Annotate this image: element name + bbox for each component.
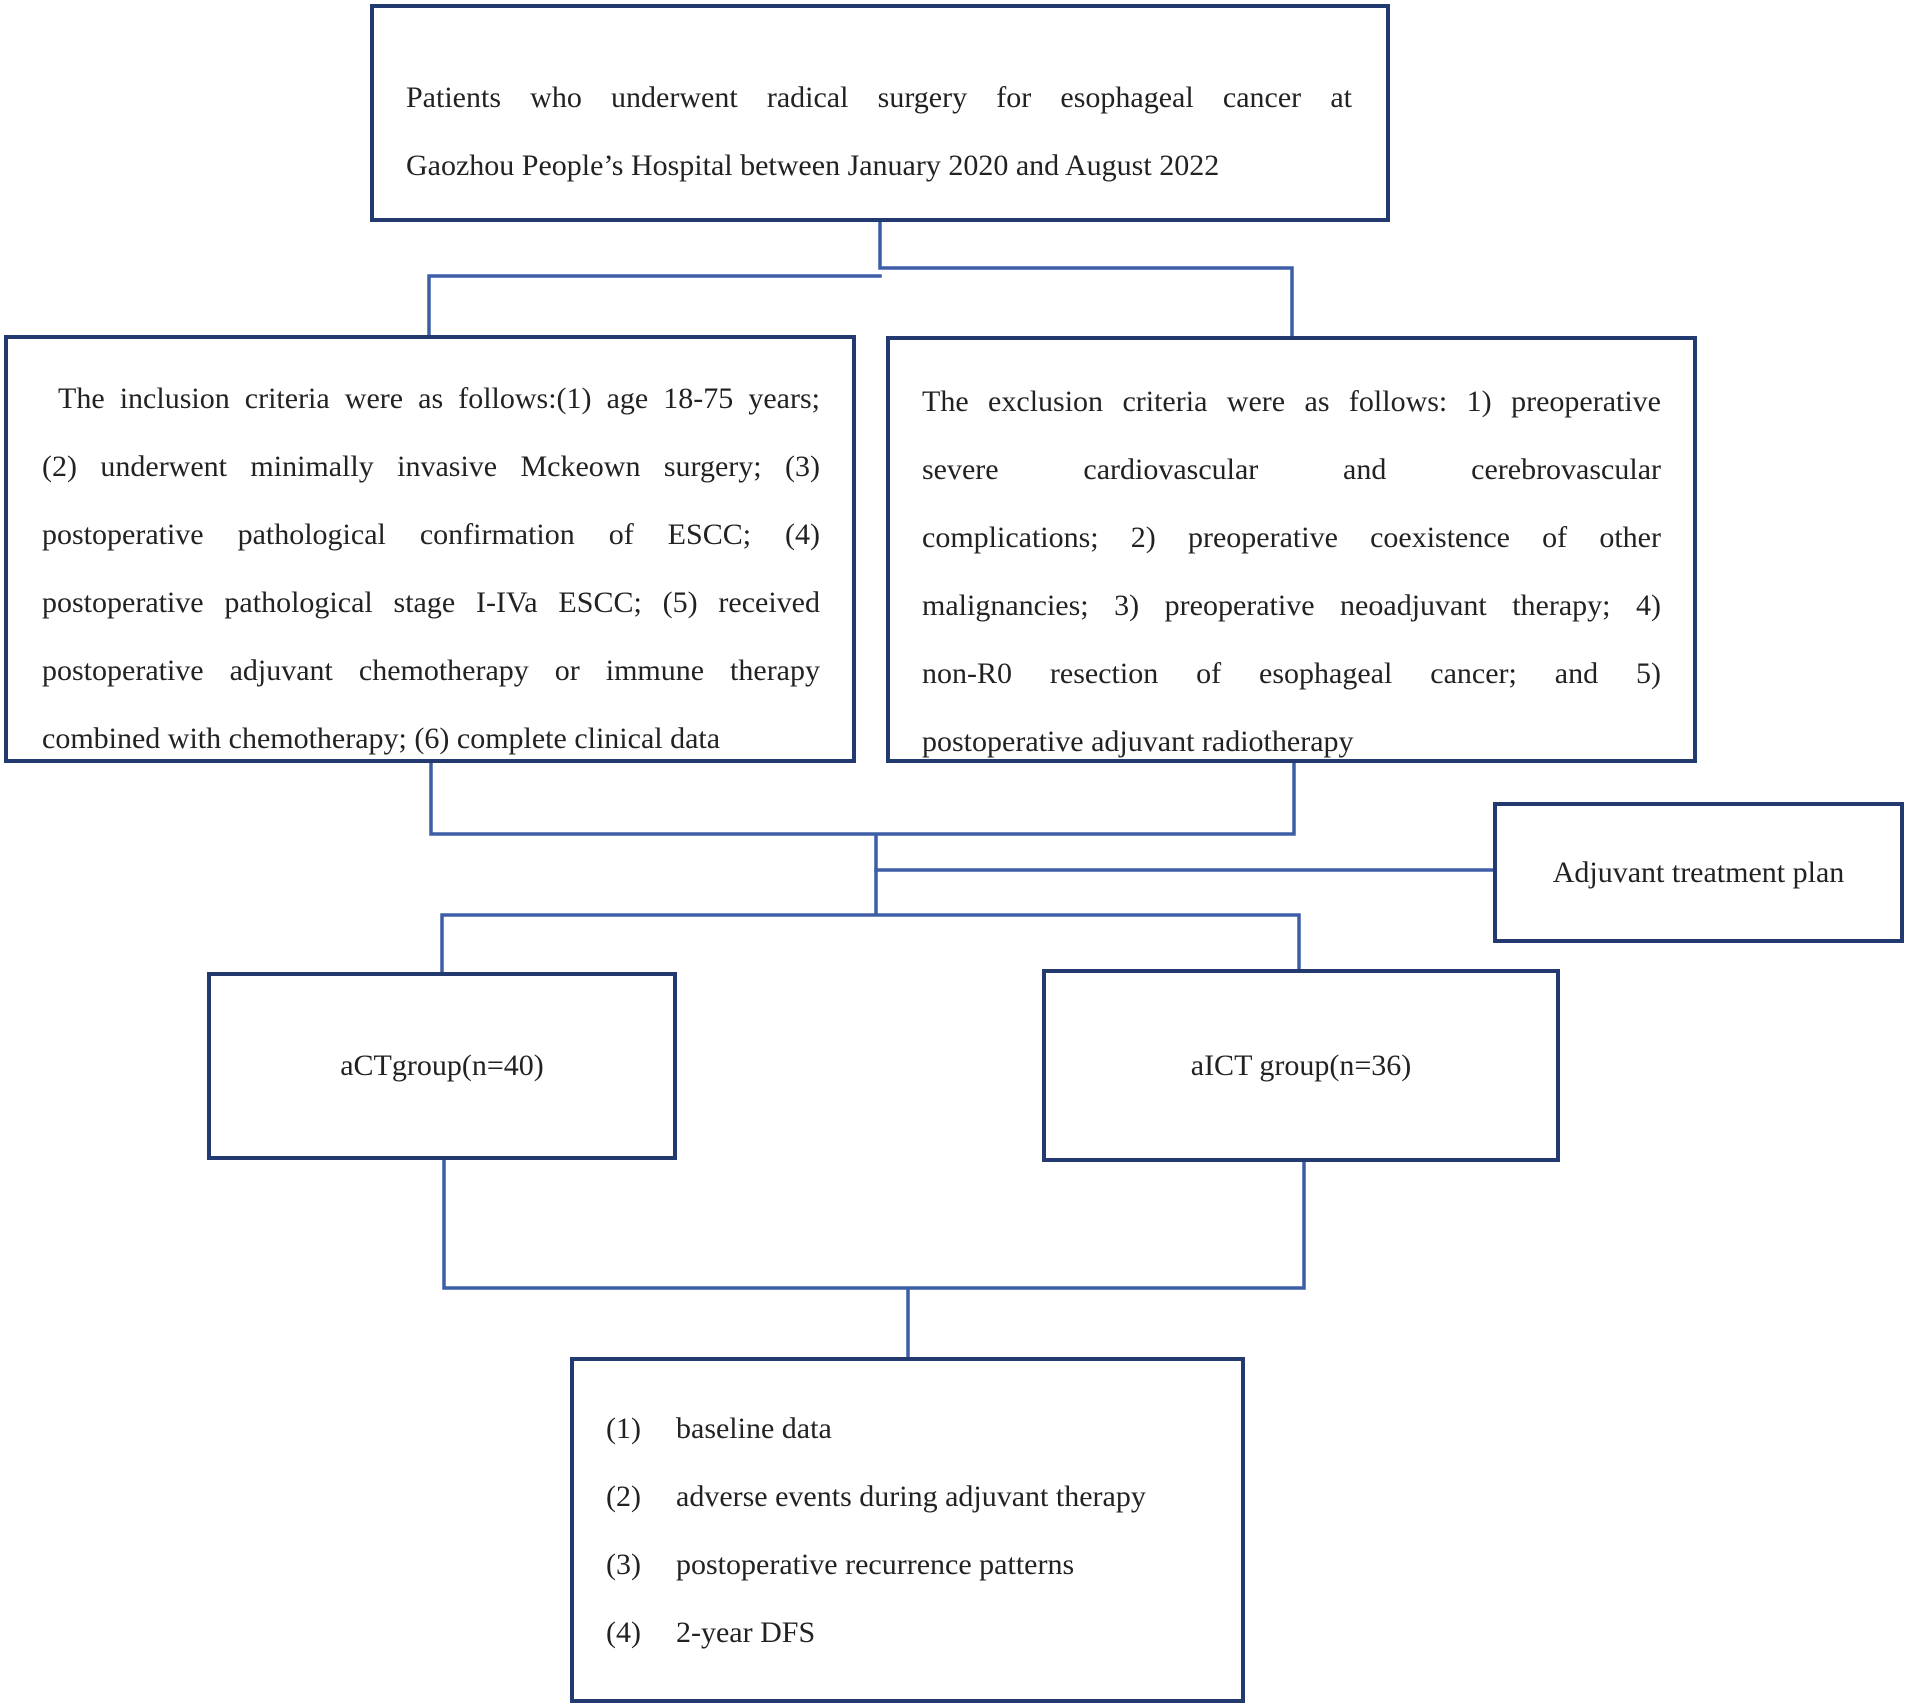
inclusion-line-6: combined with chemotherapy; (6) complete… [42, 722, 721, 755]
outcome-item: (1) baseline data [606, 1409, 1241, 1477]
source-line-1: Patients who underwent radical surgery f… [406, 81, 1352, 114]
exclusion-line-2: severe cardiovascular and cerebrovascula… [922, 453, 1661, 486]
outcome-item: (3) postoperative recurrence patterns [606, 1545, 1241, 1613]
adjuvant-treatment-plan-box: Adjuvant treatment plan [1493, 802, 1904, 943]
outcome-text: baseline data [676, 1412, 832, 1445]
connector-to-groups [440, 913, 1301, 974]
exclusion-line-5: non-R0 resection of esophageal cancer; a… [922, 657, 1661, 690]
exclusion-criteria-box: The exclusion criteria were as follows: … [886, 336, 1697, 763]
outcomes-box: (1) baseline data (2) adverse events dur… [570, 1357, 1245, 1703]
outcome-item: (2) adverse events during adjuvant thera… [606, 1477, 1241, 1545]
exclusion-line-4: malignancies; 3) preoperative neoadjuvan… [922, 589, 1661, 622]
inclusion-line-1: The inclusion criteria were as follows:(… [58, 382, 820, 415]
treatment-plan-label: Adjuvant treatment plan [1552, 855, 1845, 889]
inclusion-line-3: postoperative pathological confirmation … [42, 518, 820, 551]
exclusion-line-6: postoperative adjuvant radiotherapy [922, 725, 1354, 758]
outcome-number: (1) [606, 1412, 641, 1445]
outcome-number: (2) [606, 1480, 641, 1513]
inclusion-line-5: postoperative adjuvant chemotherapy or i… [42, 654, 820, 687]
source-population-box: Patients who underwent radical surgery f… [370, 4, 1390, 222]
connector-criteria-merge [429, 761, 1296, 914]
act-group-label: aCTgroup(n=40) [340, 1049, 544, 1082]
inclusion-line-2: (2) underwent minimally invasive Mckeown… [42, 450, 820, 483]
outcome-item: (4) 2-year DFS [606, 1613, 1241, 1681]
inclusion-line-4: postoperative pathological stage I-IVa E… [42, 586, 820, 619]
exclusion-line-1: The exclusion criteria were as follows: … [922, 385, 1661, 418]
outcome-text: 2-year DFS [676, 1616, 816, 1649]
inclusion-criteria-box: The inclusion criteria were as follows:(… [4, 335, 856, 763]
outcome-number: (3) [606, 1548, 641, 1581]
source-line-2: Gaozhou People’s Hospital between Januar… [406, 149, 1220, 182]
exclusion-line-3: complications; 2) preoperative coexisten… [922, 521, 1661, 554]
connector-groups-merge [442, 1158, 1306, 1359]
outcome-text: postoperative recurrence patterns [676, 1548, 1075, 1581]
outcome-number: (4) [606, 1616, 641, 1649]
aict-group-box: aICT group(n=36) [1042, 969, 1560, 1162]
act-group-box: aCTgroup(n=40) [207, 972, 677, 1160]
outcome-text: adverse events during adjuvant therapy [676, 1480, 1146, 1513]
aict-group-label: aICT group(n=36) [1190, 1048, 1412, 1082]
connector-source-to-criteria [427, 220, 1294, 338]
